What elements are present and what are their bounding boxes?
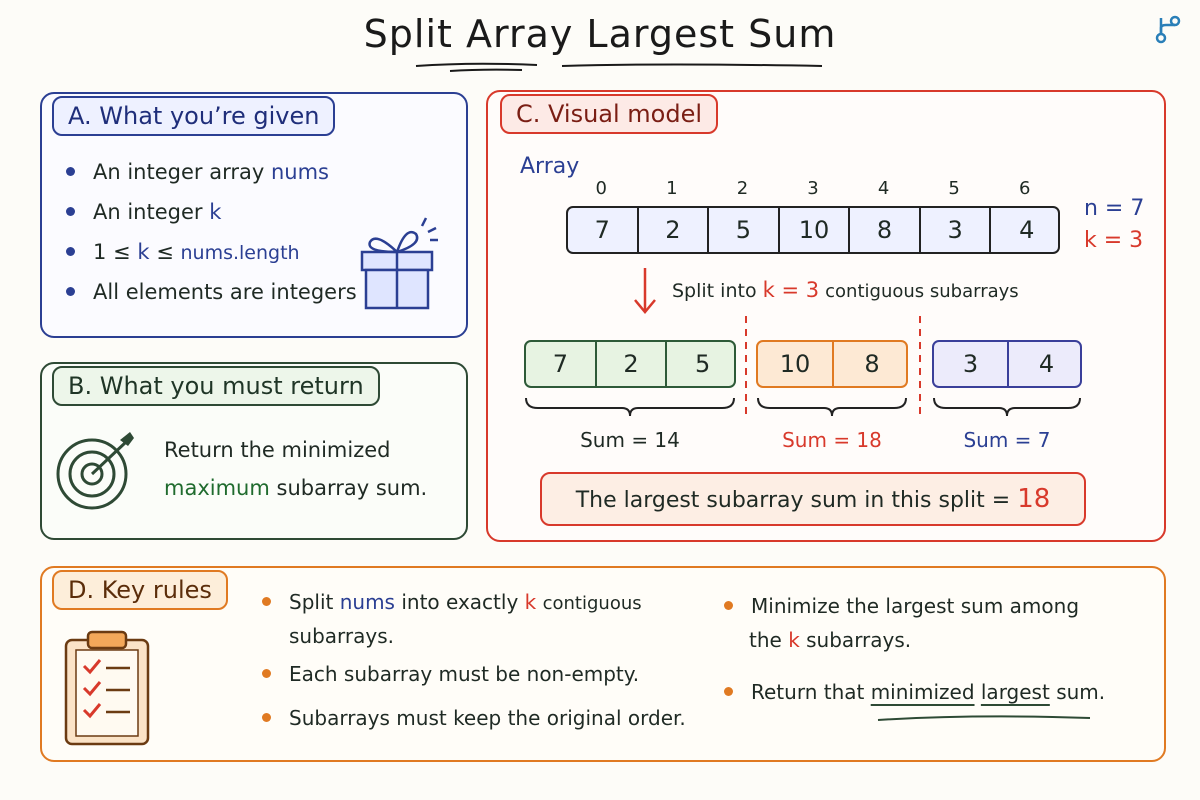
rule-split-line-2: subarrays. [289, 624, 395, 648]
array-cell: 4 [1019, 216, 1035, 244]
array-index: 0 [595, 178, 607, 199]
split-caption: Split into k = 3 contiguous subarrays [672, 278, 1019, 302]
result-box: The largest subarray sum in this split =… [540, 472, 1086, 526]
rule-non-empty: Each subarray must be non-empty. [262, 662, 639, 686]
split-divider [745, 316, 747, 420]
bullet [262, 669, 271, 678]
rule-order: Subarrays must keep the original order. [262, 706, 686, 730]
array-cell: 2 [639, 208, 710, 252]
bullet [262, 713, 271, 722]
subarray-cell: 2 [597, 342, 668, 386]
return-line-2: maximum subarray sum. [164, 476, 428, 500]
array-label: Array [520, 154, 580, 179]
array-index: 6 [1018, 178, 1031, 199]
subarray-cell: 5 [695, 350, 711, 378]
bullet [262, 597, 271, 606]
k-label: k = 3 [1084, 228, 1144, 253]
subarray-cell: 4 [1038, 350, 1055, 378]
panel-given-heading: A. What you’re given [52, 96, 336, 136]
array-cell: 8 [850, 208, 921, 252]
array-index: 5 [948, 178, 960, 199]
panel-return-heading: B. What you must return [52, 366, 380, 406]
subarray-cell: 7 [526, 342, 597, 386]
target-icon [56, 432, 134, 510]
subarray-box: 10 8 [756, 340, 908, 388]
given-item-integers: All elements are integers [66, 280, 357, 304]
bullet [66, 286, 75, 296]
given-item-array: An integer array nums [66, 160, 329, 184]
given-item-constraint: 1 ≤ k ≤ nums.length [66, 240, 300, 264]
array-index: 2 [736, 178, 749, 199]
rule-minimize: Minimize the largest sum among [724, 594, 1079, 618]
panel-visual-model-heading: C. Visual model [500, 94, 719, 134]
array-cell: 7 [568, 208, 639, 252]
bullet [724, 687, 733, 696]
rule-minimize-line-2: the k subarrays. [749, 628, 912, 652]
array-index: 3 [807, 178, 819, 199]
subarray-sum: Sum = 14 [580, 428, 680, 452]
rule-return: Return that minimized largest sum. [724, 680, 1105, 704]
title-underline [415, 62, 823, 72]
clipboard-checklist-icon [64, 630, 150, 746]
subarray-cell: 8 [864, 350, 880, 378]
panel-key-rules-heading: D. Key rules [52, 570, 228, 610]
array-cell: 3 [921, 208, 992, 252]
bullet [66, 246, 75, 256]
rule-split: Split nums into exactly k contiguous [262, 590, 642, 614]
down-arrow-icon [634, 268, 656, 314]
array-cell: 5 [709, 208, 780, 252]
bullet [66, 166, 75, 176]
gift-icon [360, 217, 438, 310]
subarray-sum: Sum = 18 [782, 428, 882, 452]
array-index: 1 [666, 178, 678, 199]
subarray-brace [757, 397, 907, 417]
subarray-brace [933, 397, 1081, 417]
split-divider [919, 316, 921, 420]
return-underline [877, 715, 1091, 721]
subarray-sum: Sum = 7 [963, 428, 1051, 452]
array-index: 4 [877, 178, 890, 199]
return-line-1: Return the minimized [164, 438, 391, 462]
subarray-cell: 10 [758, 342, 834, 386]
branch-icon[interactable] [1152, 14, 1184, 46]
given-item-k: An integer k [66, 200, 221, 224]
panel-visual-model [486, 90, 1166, 542]
bullet [66, 206, 75, 216]
n-label: n = 7 [1084, 196, 1145, 221]
page-title: Split Array Largest Sum [363, 12, 837, 56]
bullet [724, 601, 733, 610]
subarray-brace [525, 397, 735, 417]
array-cell: 10 [780, 208, 851, 252]
subarray-cell: 3 [934, 342, 1009, 386]
